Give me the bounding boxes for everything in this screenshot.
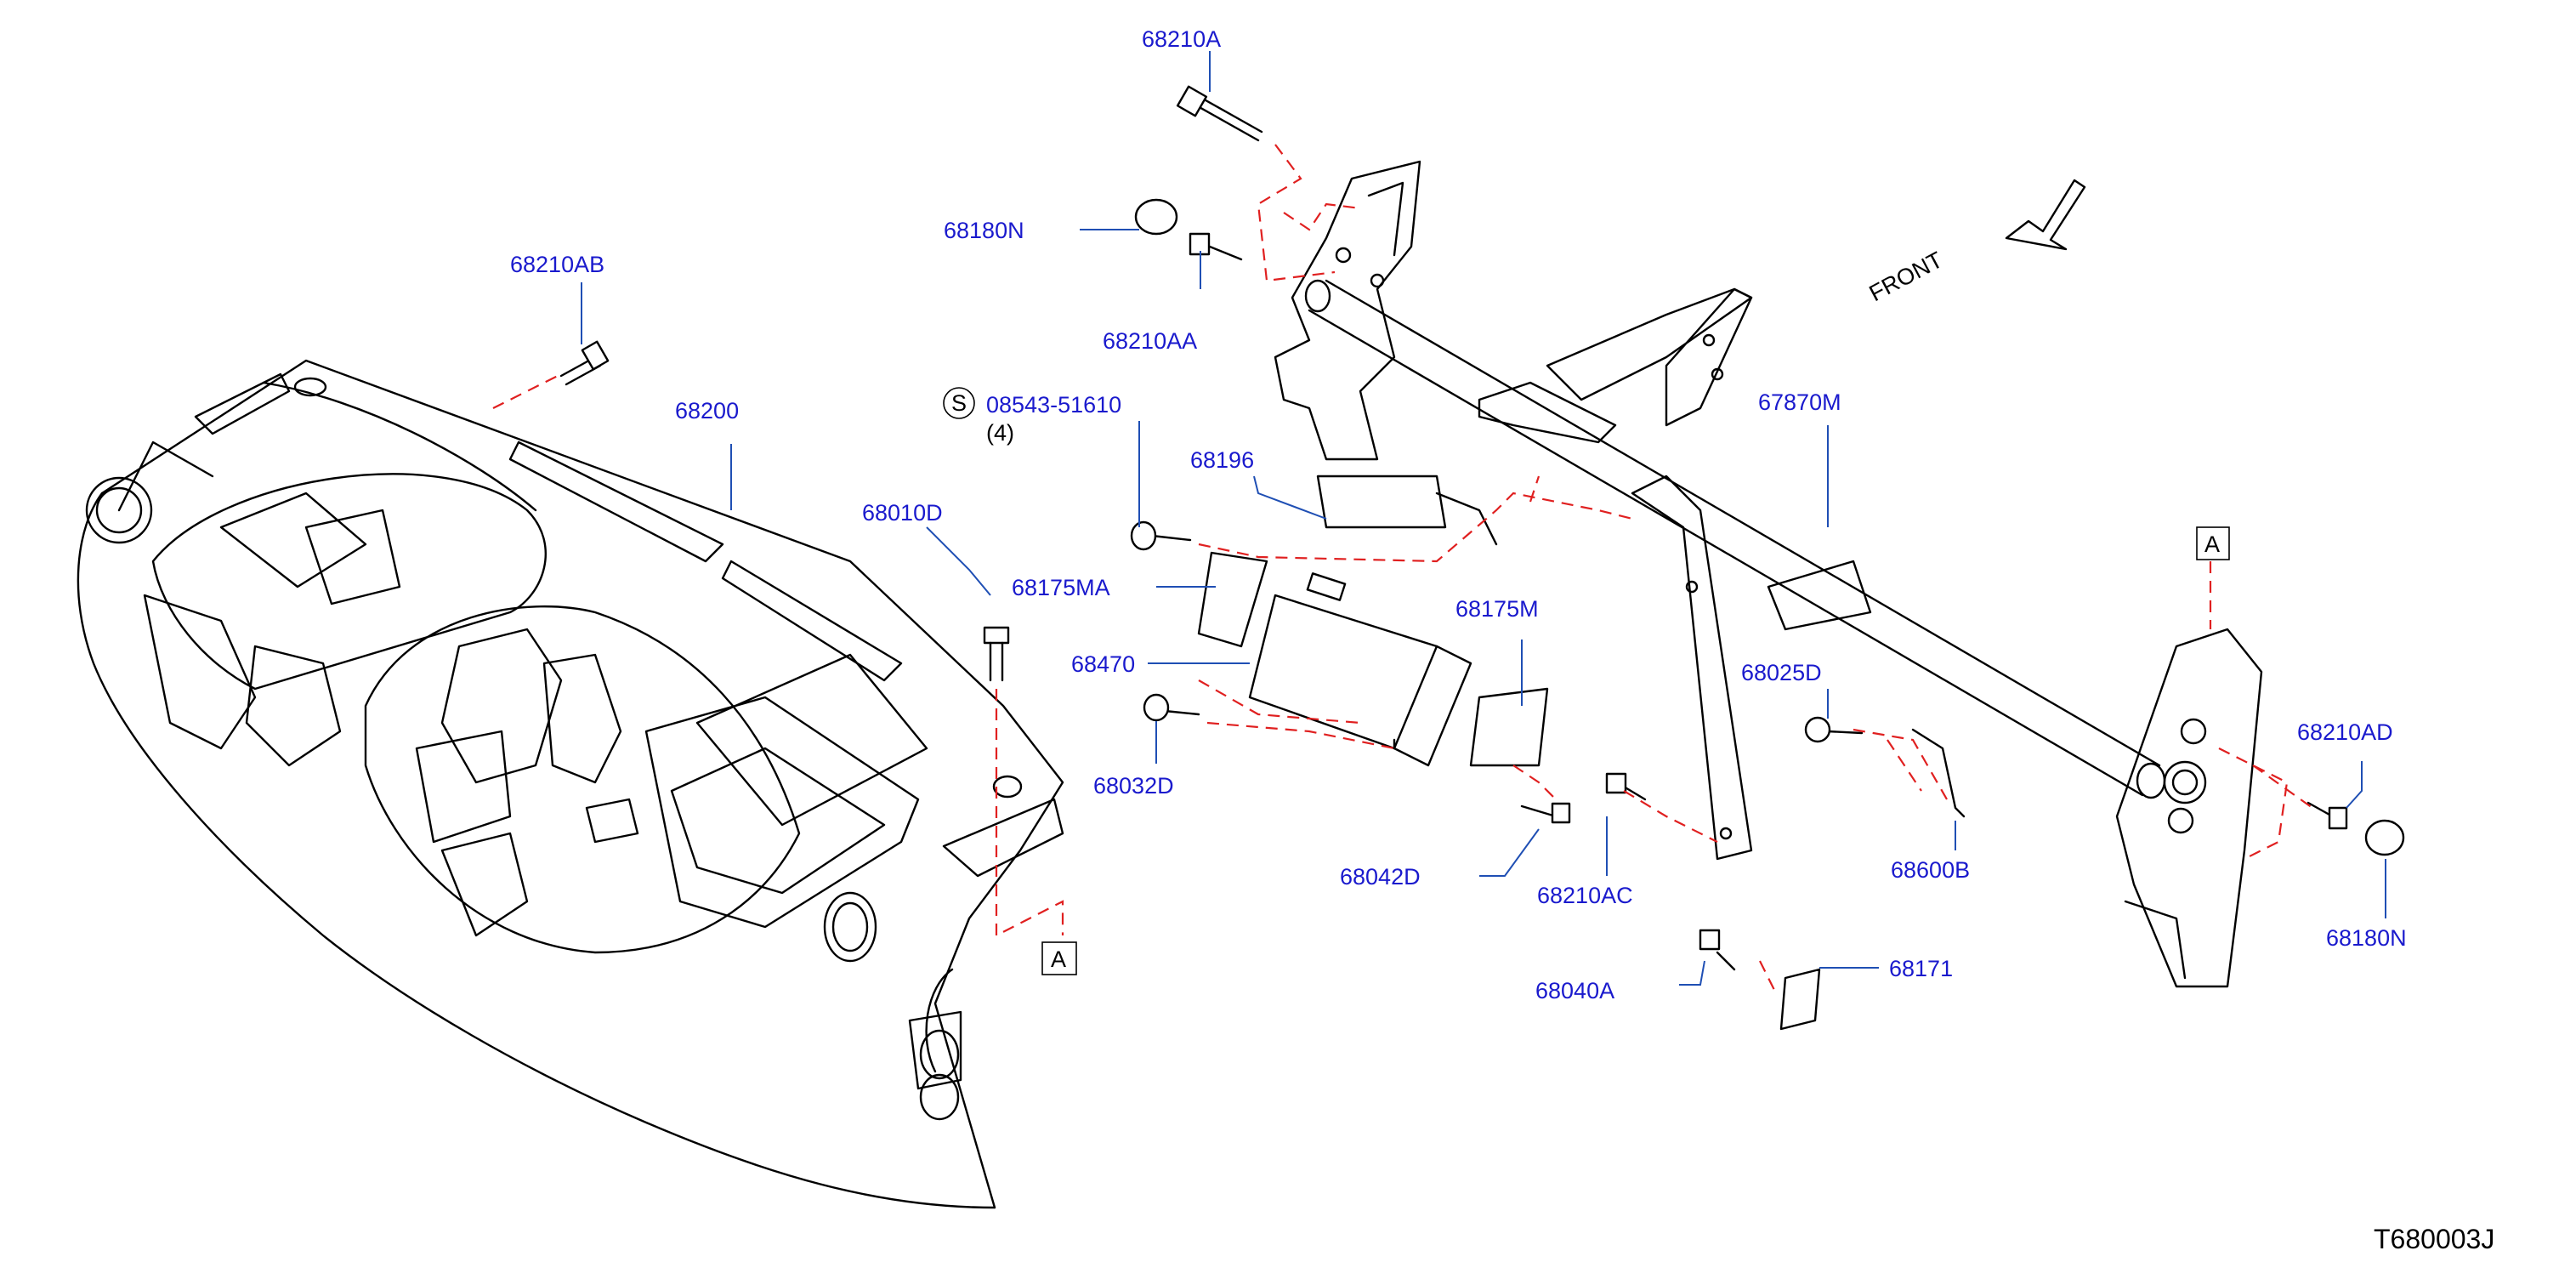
label-67870m: 67870M [1758, 389, 1841, 415]
label-68210ab: 68210AB [510, 252, 604, 277]
ref-marker-left: A [1051, 946, 1066, 972]
steering-member-drawing [1274, 160, 2263, 988]
diagram-code: T680003J [2374, 1224, 2494, 1254]
assembly-dash-lines [492, 144, 2313, 996]
label-68600b: 68600B [1891, 857, 1970, 883]
label-08543-51610: 08543-51610 [986, 392, 1121, 418]
bolt-68010d [983, 626, 1010, 682]
label-68210ac: 68210AC [1537, 883, 1633, 908]
ref-marker-box-right [2196, 526, 2230, 560]
label-68180n-right: 68180N [2326, 925, 2407, 951]
hardware-symbols [1130, 85, 2405, 1031]
label-68042d: 68042D [1340, 864, 1421, 890]
label-68040a: 68040A [1535, 978, 1614, 1003]
label-68171: 68171 [1889, 956, 1953, 981]
label-68180n-top: 68180N [944, 218, 1024, 243]
label-68175m: 68175M [1455, 596, 1539, 622]
label-68210a: 68210A [1142, 26, 1221, 52]
service-symbol: S [951, 390, 967, 416]
leader-lines [581, 51, 2386, 986]
label-68210aa: 68210AA [1103, 328, 1197, 354]
label-68032d: 68032D [1093, 773, 1174, 799]
bolt-68210ab [559, 340, 610, 386]
ref-marker-right: A [2204, 532, 2220, 557]
label-68025d: 68025D [1741, 660, 1822, 685]
label-68196: 68196 [1190, 447, 1254, 473]
front-label: FRONT [1865, 247, 1947, 306]
ref-marker-box-left [1041, 941, 1077, 975]
front-arrow-icon [2005, 179, 2086, 251]
service-qty: (4) [986, 420, 1014, 446]
label-68470: 68470 [1071, 651, 1135, 677]
instrument-panel-drawing [77, 359, 1064, 1209]
service-symbol-circle [943, 387, 975, 419]
passenger-airbag-drawing [1197, 551, 1549, 767]
label-68175ma: 68175MA [1012, 575, 1110, 600]
label-68010d: 68010D [862, 500, 943, 526]
label-68200: 68200 [675, 398, 739, 424]
label-68210ad: 68210AD [2297, 719, 2393, 745]
